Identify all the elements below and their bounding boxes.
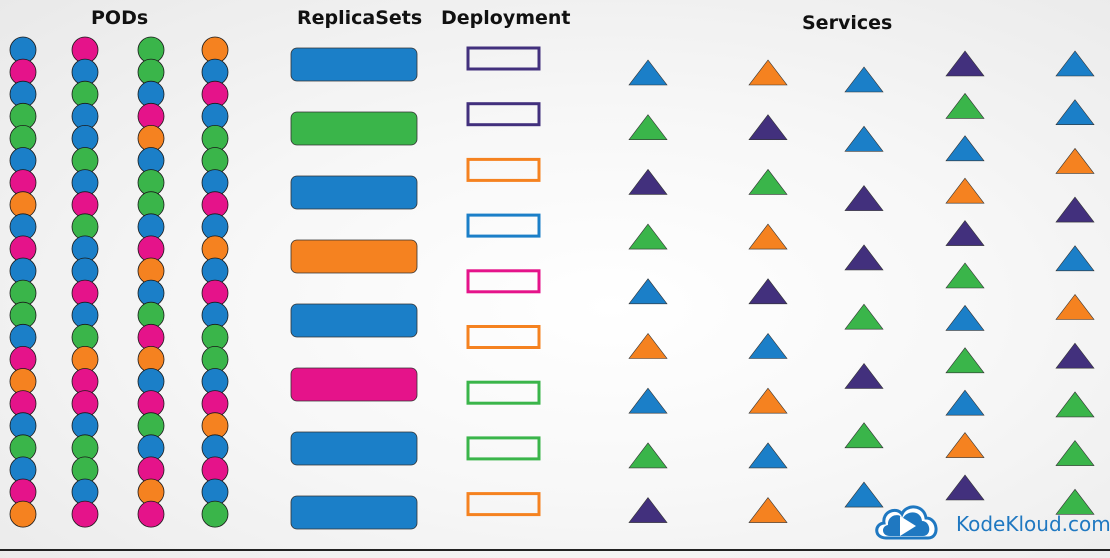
service-triangle <box>628 387 668 414</box>
replicasets-heading: ReplicaSets <box>297 7 423 29</box>
service-triangle <box>945 432 985 458</box>
service-triangle <box>748 59 788 86</box>
service-triangle <box>1055 245 1095 272</box>
service-triangle <box>1055 342 1095 369</box>
service-triangle <box>628 59 668 86</box>
service-triangle <box>945 389 985 416</box>
service-triangle <box>945 135 985 162</box>
service-triangle <box>844 422 884 449</box>
service-triangle <box>748 442 788 469</box>
deployment-box <box>466 269 541 294</box>
pod-circle <box>71 500 99 528</box>
service-triangle <box>628 223 668 250</box>
service-triangle <box>844 363 884 389</box>
service-triangle <box>748 387 788 414</box>
pod-circle <box>201 500 229 528</box>
replicaset-bar <box>290 175 418 210</box>
bottom-divider <box>0 549 1110 551</box>
deployment-heading: Deployment <box>441 7 571 29</box>
service-triangle <box>945 347 985 374</box>
replicaset-bar <box>290 47 418 82</box>
service-triangle <box>844 125 884 152</box>
service-triangle <box>1055 196 1095 223</box>
service-triangle <box>1055 50 1095 77</box>
service-triangle <box>844 303 884 330</box>
deployment-box <box>466 157 541 182</box>
service-triangle <box>945 474 985 501</box>
deployment-box <box>466 380 541 405</box>
deployment-box <box>466 436 541 461</box>
replicaset-bar <box>290 495 418 530</box>
service-triangle <box>844 244 884 271</box>
service-triangle <box>844 185 884 211</box>
replicaset-bar <box>290 303 418 338</box>
service-triangle <box>628 168 668 195</box>
service-triangle <box>628 278 668 305</box>
replicaset-bar <box>290 367 418 402</box>
replicaset-bar <box>290 111 418 146</box>
replicaset-bar <box>290 431 418 466</box>
service-triangle <box>945 177 985 204</box>
service-triangle <box>945 304 985 331</box>
deployment-box <box>466 325 541 349</box>
service-triangle <box>628 497 668 523</box>
service-triangle <box>1055 294 1095 320</box>
deployment-box <box>466 46 541 71</box>
service-triangle <box>945 262 985 289</box>
service-triangle <box>628 333 668 359</box>
service-triangle <box>945 220 985 246</box>
service-triangle <box>1055 99 1095 125</box>
service-triangle <box>628 442 668 469</box>
deployment-box <box>466 213 541 238</box>
service-triangle <box>748 278 788 305</box>
services-heading: Services <box>802 12 893 34</box>
service-triangle <box>1055 440 1095 466</box>
pod-circle <box>9 500 37 528</box>
pod-circle <box>137 500 165 528</box>
service-triangle <box>945 92 985 119</box>
service-triangle <box>748 114 788 140</box>
pods-heading: PODs <box>91 7 149 29</box>
service-triangle <box>628 114 668 140</box>
service-triangle <box>844 481 884 508</box>
service-triangle <box>945 50 985 77</box>
service-triangle <box>1055 147 1095 174</box>
service-triangle <box>844 66 884 93</box>
deployment-box <box>466 102 541 127</box>
replicaset-bar <box>290 239 418 274</box>
service-triangle <box>1055 391 1095 418</box>
service-triangle <box>748 223 788 250</box>
brand-name: KodeKloud.com <box>956 512 1110 536</box>
service-triangle <box>748 168 788 195</box>
service-triangle <box>748 497 788 523</box>
deployment-box <box>466 492 541 517</box>
service-triangle <box>748 333 788 359</box>
service-triangle <box>1055 488 1095 515</box>
kodekloud-logo-icon <box>875 505 938 540</box>
